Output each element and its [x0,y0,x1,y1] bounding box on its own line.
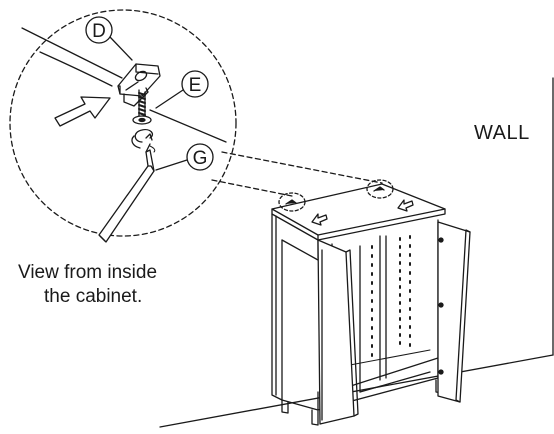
direction-arrow [54,96,111,127]
caption-line-2: the cabinet. [44,286,143,307]
bracket-d [117,63,161,107]
door-hinge [438,302,444,308]
callout-d-label: D [92,21,106,42]
cabinet [271,179,471,426]
callout-g-label: G [193,148,208,169]
callout-d: D [85,16,133,61]
detail-view: D E G [9,9,237,243]
panel-edge-line [149,109,227,143]
callout-g: G [155,143,214,171]
bracket-location-circle [366,179,394,199]
top-arrow [397,199,414,212]
top-arrow [311,213,328,226]
leader-line [221,151,383,184]
callout-e: E [155,70,209,109]
wall-label: WALL [474,122,530,144]
panel-edge-line [39,51,113,87]
callout-e-label: E [189,75,202,96]
cabinet-left-side [271,213,283,401]
leader-line [211,179,293,197]
allen-key-g [98,143,156,243]
caption-line-1: View from inside [18,262,158,283]
rotation-arrow [131,128,154,149]
cabinet-leg [311,409,319,426]
cabinet-leg [281,399,289,414]
bracket-location-circle [278,192,306,212]
panel-edge-line [21,27,123,79]
cabinet-left-door [317,239,355,425]
screw-e [132,89,152,125]
detail-circle [9,9,237,237]
door-hinge [438,369,444,375]
door-hinge [438,237,444,243]
